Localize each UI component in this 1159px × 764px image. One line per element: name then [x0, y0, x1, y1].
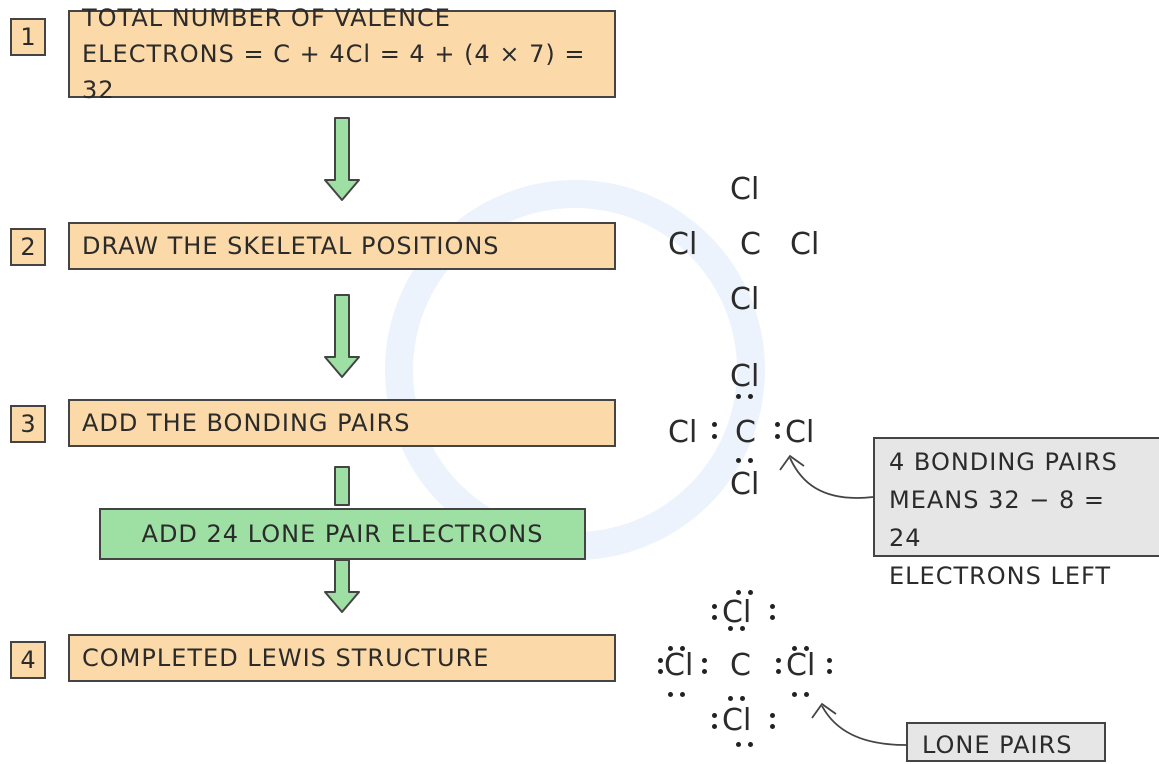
skeletal-cl-top: Cl	[730, 172, 760, 207]
step-3-number: 3	[10, 405, 46, 443]
lone-dot	[712, 713, 717, 718]
bond-dot	[712, 434, 717, 439]
add-lone-pairs-box: ADD 24 LONE PAIR ELECTRONS	[99, 508, 586, 560]
lone-dot	[680, 692, 685, 697]
lone-dot	[792, 692, 797, 697]
lone-dot	[658, 669, 663, 674]
lone-dot	[668, 692, 673, 697]
bond-dot	[702, 669, 707, 674]
lone-pairs-note: LONE PAIRS	[906, 722, 1106, 762]
step-2-number: 2	[10, 228, 46, 266]
bond-dot	[748, 394, 753, 399]
down-arrow-3	[334, 466, 350, 506]
note-line-3: ELECTRONS LEFT	[889, 562, 1112, 590]
bond-dot	[775, 422, 780, 427]
bond-dot	[736, 394, 741, 399]
lone-dot	[804, 692, 809, 697]
bonding-c: C	[735, 415, 756, 450]
lone-dot	[770, 724, 775, 729]
step-2-box: DRAW THE SKELETAL POSITIONS	[68, 222, 616, 270]
down-arrow-2	[324, 294, 360, 378]
step-1-line-2: ELECTRONS = C + 4Cl = 4 + (4 × 7) = 32	[82, 40, 586, 104]
pointer-curve-2-head	[811, 702, 837, 719]
bond-dot	[776, 669, 781, 674]
bonding-cl-left: Cl	[668, 415, 698, 450]
bonding-pairs-note: 4 BONDING PAIRS MEANS 32 − 8 = 24 ELECTR…	[873, 437, 1159, 590]
lone-dot	[804, 646, 809, 651]
lewis-cl-bottom: Cl	[722, 703, 752, 738]
step-4-number: 4	[10, 641, 46, 679]
lone-dot	[680, 646, 685, 651]
note-line-2: MEANS 32 − 8 = 24	[889, 486, 1106, 552]
bonding-cl-top: Cl	[730, 359, 760, 394]
lone-dot	[770, 615, 775, 620]
lone-dot	[748, 742, 753, 747]
bonding-cl-bottom: Cl	[730, 467, 760, 502]
skeletal-cl-bottom: Cl	[730, 282, 760, 317]
lone-dot	[748, 590, 753, 595]
pointer-curve-1	[789, 457, 874, 499]
lone-dot	[827, 669, 832, 674]
lone-dot	[827, 658, 832, 663]
lone-pairs-note-text: LONE PAIRS	[922, 731, 1073, 759]
bond-dot	[776, 658, 781, 663]
step-4-box: COMPLETED LEWIS STRUCTURE	[68, 634, 616, 682]
lone-dot	[668, 646, 673, 651]
step-3-box: ADD THE BONDING PAIRS	[68, 399, 616, 447]
lone-dot	[658, 658, 663, 663]
lone-dot	[770, 713, 775, 718]
lone-dot	[712, 615, 717, 620]
bond-dot	[740, 626, 745, 631]
lone-dot	[712, 724, 717, 729]
down-arrow-4	[324, 559, 360, 613]
pointer-curve-2	[821, 705, 907, 746]
lone-dot	[792, 646, 797, 651]
lone-dot	[712, 604, 717, 609]
skeletal-cl-right: Cl	[790, 227, 820, 262]
lone-dot	[770, 604, 775, 609]
bond-dot	[702, 658, 707, 663]
skeletal-c: C	[740, 227, 761, 262]
bond-dot	[740, 696, 745, 701]
bonding-cl-right: Cl	[785, 415, 815, 450]
lone-dot	[736, 742, 741, 747]
lewis-cl-right: Cl	[786, 648, 816, 683]
pointer-curve-1-head	[779, 454, 805, 471]
step-1-line-1: TOTAL NUMBER OF VALENCE	[82, 4, 451, 32]
step-1-box: TOTAL NUMBER OF VALENCE ELECTRONS = C + …	[68, 4, 616, 104]
bond-dot	[775, 434, 780, 439]
bond-dot	[728, 626, 733, 631]
lone-dot	[736, 590, 741, 595]
down-arrow-1	[324, 117, 360, 201]
lewis-c: C	[730, 648, 751, 683]
bond-dot	[728, 696, 733, 701]
lewis-cl-left: Cl	[664, 648, 694, 683]
step-1-number: 1	[10, 18, 46, 56]
bond-dot	[748, 458, 753, 463]
skeletal-cl-left: Cl	[668, 227, 698, 262]
bond-dot	[736, 458, 741, 463]
lewis-cl-top: Cl	[722, 595, 752, 630]
bond-dot	[712, 422, 717, 427]
note-line-1: 4 BONDING PAIRS	[889, 448, 1118, 476]
